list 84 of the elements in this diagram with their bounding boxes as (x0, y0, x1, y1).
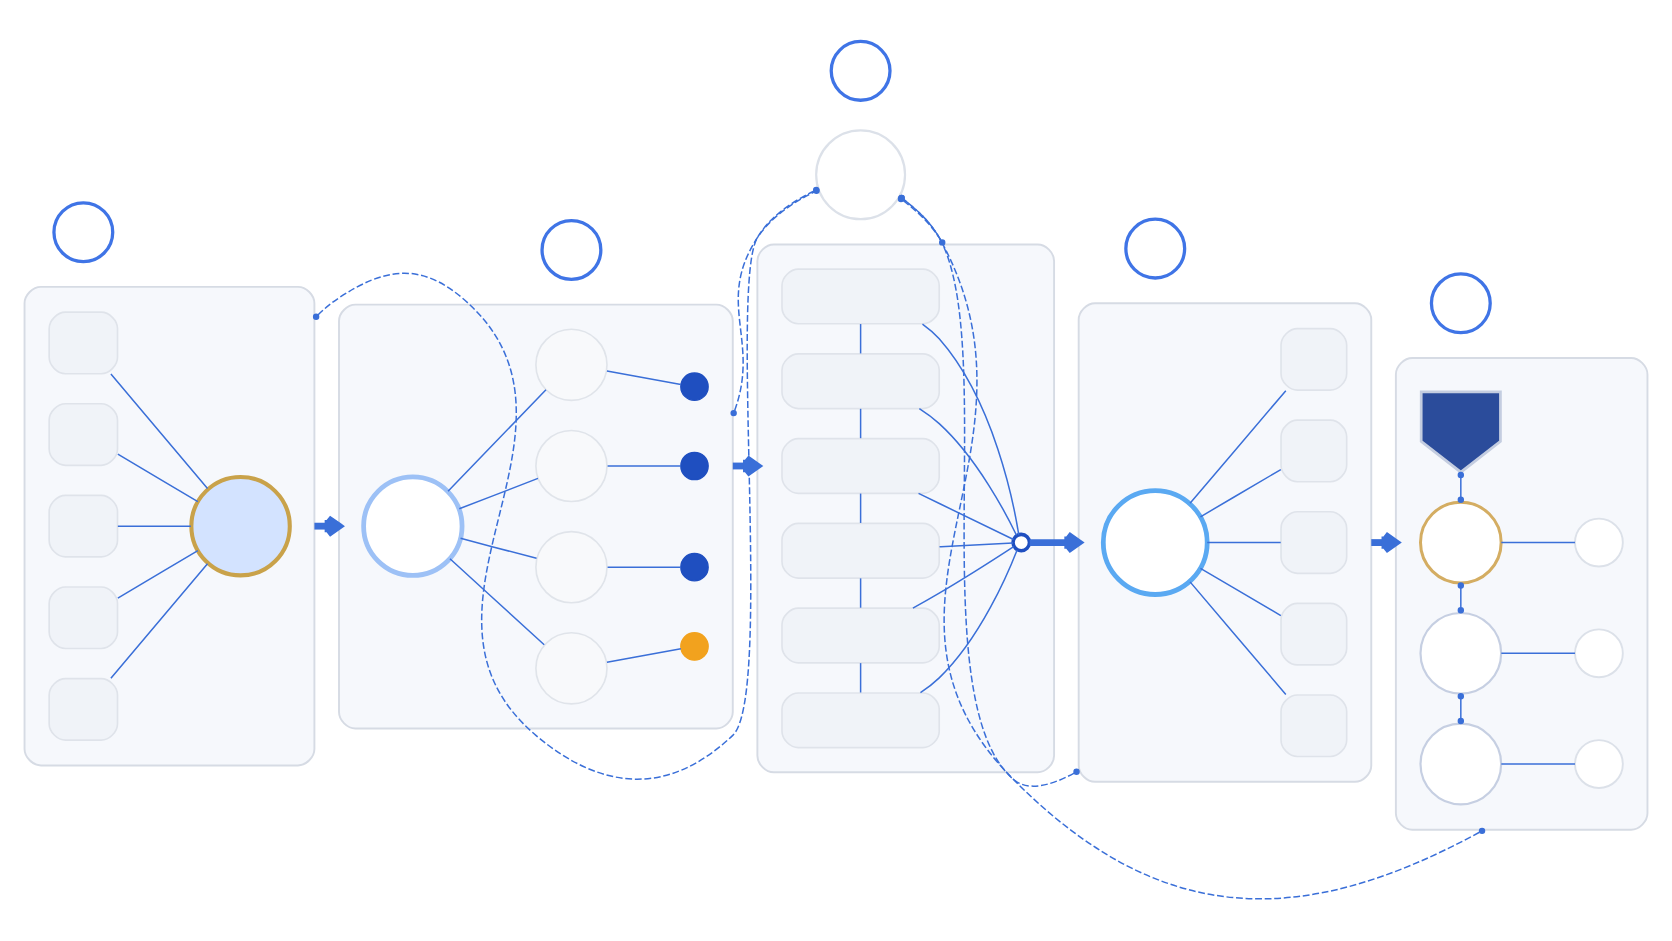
node-box (781, 607, 941, 664)
node-box (781, 692, 941, 749)
node-shield (1419, 390, 1502, 474)
node-circle (535, 429, 608, 503)
connector (859, 492, 862, 524)
node-circle (361, 474, 465, 578)
cluster (23, 285, 316, 767)
node-box (48, 402, 119, 467)
connector (1500, 763, 1576, 765)
connector (606, 465, 682, 467)
node-circle (680, 552, 709, 582)
node-box (781, 353, 941, 410)
node-box (48, 677, 119, 741)
connector (447, 389, 547, 492)
connector (117, 453, 199, 503)
connector (458, 477, 539, 510)
connector (1199, 567, 1282, 617)
connector (606, 370, 682, 386)
node-box (1280, 694, 1348, 758)
node-circle (1574, 517, 1624, 568)
connector (917, 492, 1015, 541)
node-box (1280, 327, 1348, 391)
node-circle (1574, 628, 1624, 679)
connector (1457, 471, 1465, 503)
node-box (781, 522, 941, 579)
connector (606, 566, 682, 568)
connector (1500, 541, 1576, 544)
connector (898, 194, 1486, 900)
node-box (781, 268, 941, 325)
node-circle (1419, 611, 1503, 695)
connector (459, 537, 538, 560)
cluster (1394, 357, 1649, 831)
connector (110, 562, 209, 680)
node-circle (1429, 272, 1492, 335)
cluster (338, 303, 734, 730)
node-box (781, 437, 941, 495)
connector (1189, 581, 1287, 696)
node-circle (680, 372, 709, 402)
node-circle (535, 530, 608, 604)
connector (1199, 468, 1282, 518)
cluster (756, 243, 1056, 774)
node-circle (540, 218, 603, 281)
node-box (1280, 602, 1348, 666)
connector (921, 323, 1020, 536)
connector (919, 549, 1018, 694)
connector (1457, 582, 1465, 614)
connector (606, 647, 682, 663)
connector (449, 558, 545, 646)
connector (1457, 693, 1465, 725)
connector (859, 577, 862, 609)
connector (1206, 541, 1282, 544)
node-circle (189, 474, 292, 578)
cluster (1077, 302, 1373, 783)
node-circle (680, 632, 709, 661)
connector (859, 662, 862, 694)
connector (897, 195, 946, 246)
node-box (48, 494, 119, 558)
node-box (1280, 511, 1348, 575)
connector (912, 545, 1015, 609)
connector (1189, 389, 1287, 504)
node-circle (1100, 488, 1210, 597)
node-circle (535, 328, 608, 402)
node-circle (680, 451, 709, 481)
node-box (1280, 419, 1348, 483)
connector (859, 323, 862, 355)
node-circle (1574, 739, 1624, 789)
node-circle (1419, 722, 1503, 806)
arrow (1029, 531, 1083, 554)
connector (1500, 652, 1576, 655)
connector (898, 194, 1080, 787)
connector (110, 373, 209, 490)
connector (859, 408, 862, 439)
node-circle (52, 201, 115, 264)
node-circle (829, 39, 892, 102)
connector (117, 549, 199, 599)
node-circle (1011, 532, 1032, 553)
node-circle (535, 631, 608, 705)
connector (117, 525, 192, 527)
node-box (48, 311, 119, 375)
connector (918, 407, 1018, 536)
node-circle (1419, 500, 1503, 585)
node-circle (1124, 217, 1187, 280)
node-box (48, 586, 119, 650)
connector (938, 542, 1014, 548)
